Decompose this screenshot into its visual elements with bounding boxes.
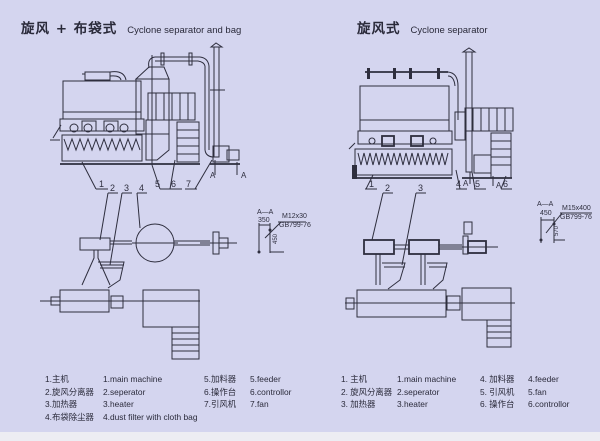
legend-zh: 1.主机 [45, 374, 69, 384]
right-section-standard: GB799-76 [560, 214, 592, 221]
left-ducting [148, 42, 225, 158]
legend-item: 2.旋风分离器 2.seperator [45, 386, 198, 399]
legend-zh: 7.引风机 [204, 399, 237, 409]
left-main-machine [50, 71, 145, 165]
right-section-label: A—A [537, 201, 554, 208]
legend-en: 1.main machine [397, 374, 457, 384]
right-callout-2: 2 [385, 183, 390, 193]
legend-item: 7.引风机 7.fan [204, 398, 291, 411]
legend-item: 1.主机 1.main machine [45, 373, 198, 386]
legend-item: 2. 旋风分离器 2.seperator [341, 386, 456, 399]
right-main-machine [348, 68, 459, 179]
right-section-mark-a1: A [463, 179, 469, 188]
right-callout-6: 6 [503, 179, 508, 189]
left-section-depth: 450 [273, 233, 279, 244]
right-title-zh: 旋风式 [357, 21, 401, 37]
legend-en: 2.seperator [103, 386, 146, 397]
legend-en: 5.fan [528, 386, 547, 397]
left-callout-2: 2 [110, 183, 115, 193]
right-section-mark-a2: A [496, 181, 502, 190]
legend-en: 6.controllor [528, 399, 570, 409]
left-section-mark-a1: A [210, 171, 216, 180]
legend-zh: 6.操作台 [204, 386, 237, 397]
left-legend: 1.主机 1.main machine 2.旋风分离器 2.seperator 3.… [45, 373, 198, 423]
right-legend-2: 4. 加料器 4.feeder 5. 引风机 5.fan 6. 操作台 6.contr… [480, 373, 569, 411]
legend-zh: 2. 旋风分离器 [341, 386, 393, 397]
right-title-en: Cyclone separator [410, 25, 488, 36]
legend-item: 4. 加料器 4.feeder [480, 373, 569, 386]
left-section-bolt: M12x30 [282, 213, 307, 220]
legend-item: 3.加热器 3.heater [45, 398, 198, 411]
legend-zh: 5. 引风机 [480, 386, 515, 397]
right-elevation-view: A A 1 2 3 4 5 6 [348, 47, 514, 266]
legend-en: 4.feeder [528, 374, 559, 384]
left-callout-7: 7 [186, 179, 191, 189]
left-callout-leaders [81, 159, 213, 266]
left-section-detail: A—A 350 M12x30 GB799-76 450 [257, 209, 311, 254]
left-section-mark-a2: A [241, 171, 247, 180]
left-panel-title: 旋风 + 布袋式 Cyclone separator and bag [21, 17, 241, 37]
legend-en: 4.dust filter with cloth bag [103, 411, 198, 422]
right-callout-1: 1 [369, 179, 374, 189]
left-callout-1: 1 [99, 179, 104, 189]
right-panel-title: 旋风式 Cyclone separator [357, 17, 488, 37]
legend-en: 1.main machine [103, 374, 163, 384]
legend-en: 7.fan [250, 399, 269, 409]
legend-zh: 3. 加热器 [341, 399, 376, 409]
right-callout-4: 4 [456, 179, 461, 189]
right-platform [462, 107, 514, 179]
left-callout-6: 6 [171, 179, 176, 189]
legend-zh: 1. 主机 [341, 374, 368, 384]
right-section-bolt: M15x400 [562, 205, 591, 212]
legend-zh: 6. 操作台 [480, 399, 515, 409]
legend-item: 5. 引风机 5.fan [480, 386, 569, 399]
right-section-depth: 570 [554, 225, 560, 236]
legend-zh: 5.加料器 [204, 374, 237, 384]
left-title-zh: 旋风 + 布袋式 [21, 21, 118, 37]
legend-item: 6. 操作台 6.controllor [480, 398, 569, 411]
legend-en: 2.seperator [397, 386, 440, 397]
legend-zh: 4. 加料器 [480, 374, 515, 384]
left-section-standard: GB799-76 [279, 222, 311, 229]
right-callout-5: 5 [475, 179, 480, 189]
right-section-width: 450 [540, 210, 552, 217]
page-bottom-margin [0, 432, 600, 441]
right-plan-view [345, 221, 515, 348]
legend-item: 3. 加热器 3.heater [341, 398, 456, 411]
legend-zh: 3.加热器 [45, 399, 78, 409]
right-callout-leaders [365, 169, 512, 266]
legend-item: 4.布袋除尘器 4.dust filter with cloth bag [45, 411, 198, 424]
left-section-width: 350 [258, 217, 270, 224]
left-elevation-view: A A 1 2 3 4 5 6 7 [50, 42, 247, 266]
legend-en: 5.feeder [250, 374, 281, 384]
left-callout-4: 4 [139, 183, 144, 193]
left-platform [144, 92, 200, 165]
left-callout-3: 3 [124, 183, 129, 193]
left-callout-5: 5 [155, 179, 160, 189]
right-callout-3: 3 [418, 183, 423, 193]
legend-item: 5.加料器 5.feeder [204, 373, 291, 386]
legend-en: 6.controllor [250, 386, 292, 397]
left-section-label: A—A [257, 209, 274, 216]
legend-item: 6.操作台 6.controllor [204, 386, 291, 399]
left-title-en: Cyclone separator and bag [127, 25, 242, 36]
legend-zh: 4.布袋除尘器 [45, 411, 94, 422]
right-section-detail: A—A 450 M15x400 GB799-76 570 [537, 201, 592, 243]
legend-en: 3.heater [397, 399, 428, 409]
legend-en: 3.heater [103, 399, 134, 409]
legend-item: 1. 主机 1.main machine [341, 373, 456, 386]
legend-zh: 2.旋风分离器 [45, 386, 94, 397]
left-plan-view [40, 223, 237, 360]
left-legend-2: 5.加料器 5.feeder 6.操作台 6.controllor 7.引风机 7.f… [204, 373, 291, 411]
